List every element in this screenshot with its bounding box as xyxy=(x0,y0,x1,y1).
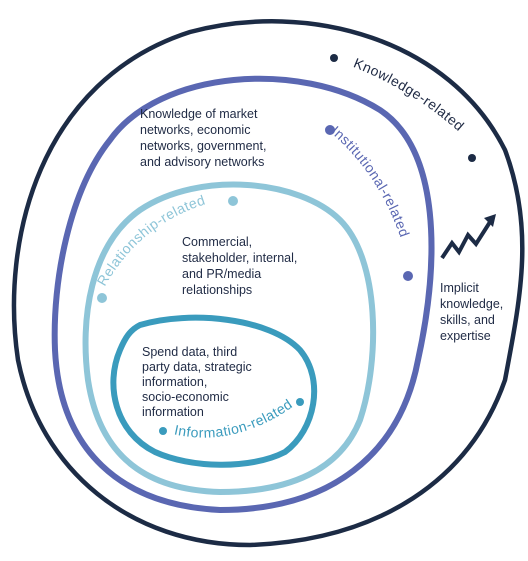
knowledge-dot-start xyxy=(330,54,338,62)
information-dot-end xyxy=(296,398,304,406)
information-dot-start xyxy=(159,427,167,435)
relationship-description: Commercial, stakeholder, internal, and P… xyxy=(182,235,301,297)
institutional-dot-start xyxy=(325,125,335,135)
trend-up-arrow-icon xyxy=(440,214,496,260)
institutional-ring xyxy=(51,75,435,514)
svg-text:Knowledge-related: Knowledge-related xyxy=(351,55,467,135)
knowledge-ring-label: Knowledge-related xyxy=(351,55,467,135)
institutional-dot-end xyxy=(403,271,413,281)
institutional-description: Knowledge of market networks, economic n… xyxy=(140,107,270,169)
knowledge-dot-end xyxy=(468,154,476,162)
relationship-ring xyxy=(82,181,377,496)
relationship-dot-end xyxy=(228,196,238,206)
knowledge-ring xyxy=(11,19,525,548)
information-ring xyxy=(110,314,318,468)
information-description: Spend data, third party data, strategic … xyxy=(142,345,255,419)
relationship-dot-start xyxy=(97,293,107,303)
knowledge-description: Implicit knowledge, skills, and expertis… xyxy=(440,281,507,343)
